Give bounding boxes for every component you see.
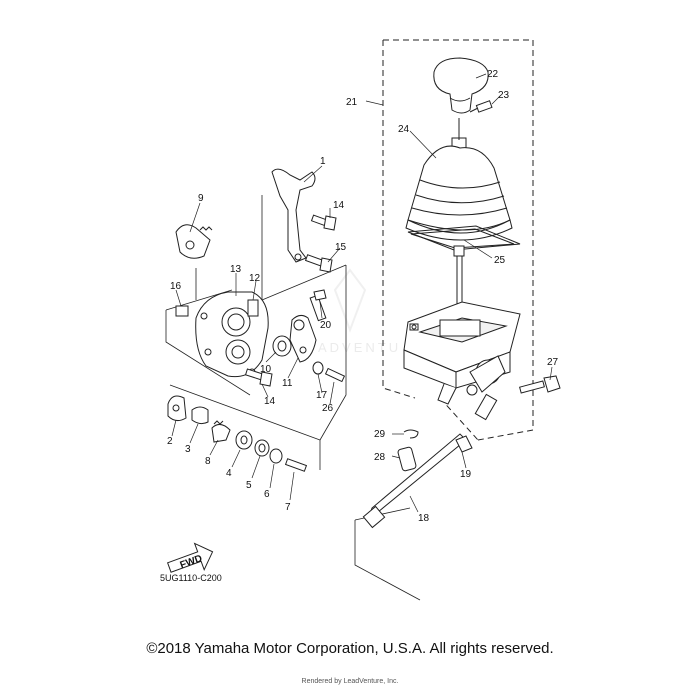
bolt-14a [310,214,337,231]
callout-15: 15 [335,242,347,253]
callout-8: 8 [205,456,211,467]
segment-9 [175,224,213,259]
callout-22: 22 [487,69,499,80]
shift-knob [433,57,489,114]
callout-2: 2 [167,436,173,447]
callout-23: 23 [498,90,510,101]
shift-rod [453,118,465,313]
callout-14b: 14 [264,396,276,407]
callout-9: 9 [198,193,204,204]
callout-12: 12 [249,273,261,284]
callout-26: 26 [322,403,334,414]
callout-16: 16 [170,281,182,292]
shift-boot [405,137,513,241]
shift-rod-18 [362,433,473,529]
bolt-27 [519,375,561,394]
callout-11: 11 [282,378,293,389]
reference-code: 5UG1110-C200 [160,573,222,583]
lower-parts [167,395,308,472]
callout-18: 18 [418,513,430,524]
callout-7: 7 [285,502,291,513]
shift-arm [289,289,327,363]
bolt-15 [304,254,333,273]
part-7 [284,458,308,472]
watermark-text: ADVENTU [318,340,401,355]
callouts: 1 2 3 4 5 6 7 8 9 10 11 12 13 14 14 15 1… [167,69,559,524]
set-screw [469,100,493,113]
bolt-14b [244,368,273,387]
assembly-21-box [382,39,534,441]
callout-19: 19 [460,469,472,480]
callout-20: 20 [320,320,332,331]
shift-housing [403,301,521,421]
dowel-16 [175,305,189,317]
wire-ring [407,225,521,251]
part-8 [211,424,231,443]
copyright-notice: ©2018 Yamaha Motor Corporation, U.S.A. A… [146,640,554,657]
part-6 [269,448,283,464]
callout-27: 27 [547,357,559,368]
rendered-by-notice: Rendered by LeadVenture, Inc. [301,678,399,685]
callout-10: 10 [260,364,272,375]
leader-lines [171,73,553,513]
callout-3: 3 [185,444,191,455]
bolt-26 [324,367,346,383]
callout-28: 28 [374,452,386,463]
callout-13: 13 [230,264,242,275]
washer-10 [272,335,292,357]
callout-24: 24 [398,124,410,135]
callout-21: 21 [346,97,358,108]
housing-cover [195,291,269,378]
collar-28 [397,446,417,472]
callout-4: 4 [226,468,232,479]
callout-17: 17 [316,390,328,401]
fwd-label: FWD [179,553,204,571]
callout-14a: 14 [333,200,345,211]
washer-17 [312,361,324,375]
callout-5: 5 [246,480,252,491]
callout-25: 25 [494,255,506,266]
bracket-1 [271,168,316,263]
callout-1: 1 [320,156,326,167]
part-3 [191,406,209,425]
callout-6: 6 [264,489,270,500]
callout-29: 29 [374,429,386,440]
clip-29 [403,429,419,439]
watermark-logo: ADVENTU [318,268,401,355]
